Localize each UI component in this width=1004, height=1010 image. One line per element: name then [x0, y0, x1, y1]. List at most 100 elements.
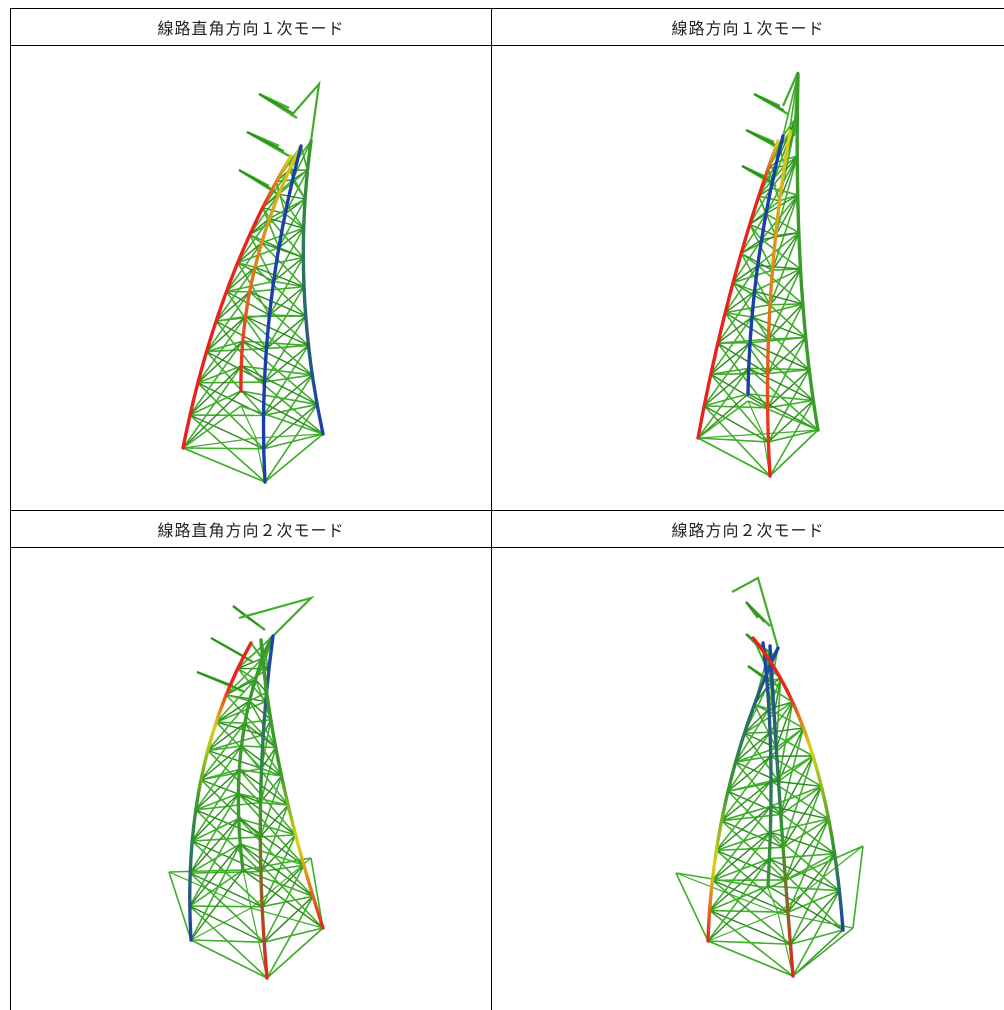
lattice-strut: [249, 700, 272, 721]
tower-transverse-mode-1-drawing: [181, 80, 325, 484]
tower-main-leg: [236, 636, 273, 872]
lattice-strut: [263, 403, 318, 450]
base-brace: [182, 437, 257, 449]
lattice-brace: [249, 291, 310, 347]
tower-main-legs: [706, 636, 845, 978]
lattice-strut: [710, 342, 751, 375]
lattice-brace: [263, 403, 318, 417]
base-brace: [240, 405, 257, 439]
tower-peak: [238, 595, 315, 637]
lattice-brace: [197, 382, 265, 450]
lattice-strut: [191, 793, 239, 842]
lattice-brace: [249, 234, 263, 244]
base-brace: [168, 869, 244, 873]
lattice-brace: [189, 872, 265, 943]
lattice-strut: [709, 858, 770, 912]
lattice-brace: [238, 817, 314, 897]
lattice-brace: [261, 242, 305, 288]
lattice-brace: [182, 447, 264, 450]
panel-caption-transverse-mode-1: 線路直角方向１次モード: [10, 8, 492, 46]
tower-main-legs: [696, 72, 820, 478]
cross-arm-brace: [238, 169, 276, 192]
lattice-brace: [707, 858, 771, 942]
lattice-brace: [725, 311, 753, 318]
lattice-strut: [238, 768, 289, 806]
lattice-brace: [720, 755, 772, 822]
lattice-brace: [740, 213, 767, 254]
lattice-strut: [189, 365, 242, 416]
lattice-brace: [770, 755, 822, 788]
base-brace: [767, 887, 779, 914]
lattice-brace: [767, 369, 810, 443]
tower-base-bracing: [168, 857, 324, 979]
tower-longitudinal-mode-2-drawing: [675, 576, 864, 978]
lattice-brace: [225, 694, 264, 736]
lattice-brace: [278, 198, 306, 249]
lattice-brace: [225, 242, 263, 292]
lattice-strut: [780, 755, 814, 815]
base-brace: [769, 429, 819, 477]
panel-caption-longitudinal-mode-1: 線路方向１次モード: [491, 8, 1004, 46]
lattice-brace: [195, 792, 239, 811]
lattice-strut: [263, 895, 314, 943]
lattice-brace: [769, 852, 835, 860]
lattice-brace: [191, 769, 240, 842]
lattice-brace: [260, 864, 304, 873]
panel-longitudinal-mode-1: [491, 45, 1004, 511]
lattice-brace: [703, 342, 751, 407]
base-brace: [707, 940, 794, 977]
lattice-brace: [264, 374, 313, 383]
lattice-brace: [265, 286, 305, 349]
lattice-brace: [197, 315, 247, 384]
lattice-strut: [190, 869, 244, 941]
lattice-strut: [717, 316, 753, 344]
base-brace: [697, 437, 771, 477]
lattice-strut: [237, 657, 263, 670]
lattice-strut: [747, 393, 819, 431]
lattice-brace: [697, 367, 750, 439]
lattice-strut: [724, 312, 769, 340]
lattice-strut: [278, 193, 306, 200]
lattice-brace: [244, 718, 271, 724]
lattice-strut: [239, 843, 314, 897]
lattice-strut: [249, 217, 271, 236]
base-brace: [747, 400, 764, 435]
lattice-strut: [263, 374, 313, 416]
lattice-brace: [200, 768, 240, 781]
base-brace: [762, 429, 819, 435]
lattice-strut: [182, 390, 242, 449]
lattice-brace: [239, 843, 324, 929]
tower-base-bracing: [697, 400, 819, 477]
lattice-brace: [189, 818, 240, 907]
lattice-brace: [768, 858, 844, 931]
tower-lattice: [182, 140, 324, 483]
lattice-strut: [778, 155, 798, 202]
lattice-brace: [272, 227, 305, 282]
lattice-strut: [707, 885, 769, 942]
lattice-brace: [268, 257, 305, 316]
lattice-brace: [769, 400, 814, 477]
base-brace: [852, 845, 864, 929]
lattice-strut: [259, 804, 289, 838]
base-brace: [707, 912, 779, 942]
lattice-brace: [715, 780, 772, 851]
lattice-strut: [278, 227, 305, 249]
lattice-strut: [237, 793, 296, 836]
lattice-brace: [727, 731, 771, 792]
base-brace: [190, 907, 252, 941]
lattice-strut: [751, 316, 806, 339]
lattice-brace: [724, 265, 759, 314]
tower-main-leg: [261, 144, 303, 484]
lattice-brace: [751, 303, 803, 318]
lattice-brace: [704, 405, 768, 409]
tower-cross-arms: [741, 71, 800, 188]
lattice-brace: [254, 266, 307, 317]
base-brace: [168, 871, 192, 941]
lattice-strut: [191, 840, 262, 873]
tower-transverse-mode-2-drawing: [168, 595, 325, 980]
lattice-strut: [711, 831, 771, 881]
lattice-brace: [768, 678, 782, 710]
tower-main-leg: [188, 641, 253, 942]
lattice-strut: [197, 340, 244, 384]
cross-arm-brace: [210, 637, 249, 660]
